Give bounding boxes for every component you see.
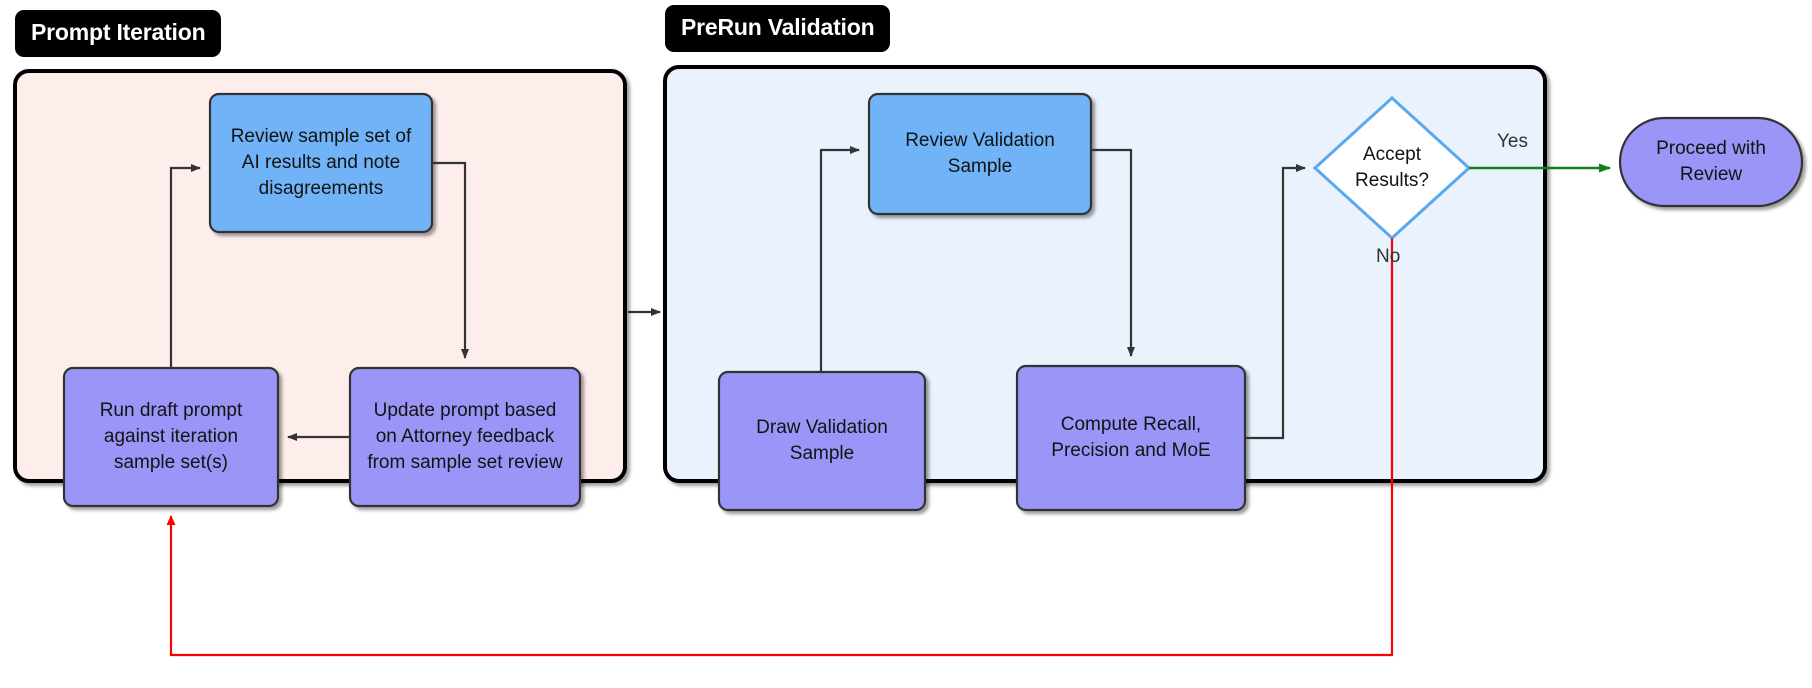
edge-review-sample-to-update-prompt	[432, 161, 469, 359]
group-prompt-iteration	[13, 69, 627, 483]
group-prerun-validation	[663, 65, 1547, 483]
edge-label-no: No	[1376, 246, 1401, 267]
node-draw-validation-sample	[717, 370, 927, 512]
node-label-update-prompt[interactable]: Update prompt based on Attorney feedback…	[367, 400, 563, 473]
edge-run-draft-to-review-sample	[169, 164, 201, 368]
edge-draw-sample-to-review-validation	[819, 146, 860, 372]
node-accept-results	[1312, 95, 1472, 241]
node-proceed-with-review	[1618, 116, 1804, 208]
edge-label-yes: Yes	[1497, 131, 1528, 152]
group-title-prompt-iteration: Prompt Iteration	[15, 10, 222, 57]
node-compute-recall	[1015, 364, 1247, 512]
node-label-compute-recall[interactable]: Compute Recall, Precision and MoE	[1051, 414, 1211, 461]
node-run-draft-prompt	[62, 366, 280, 508]
node-label-proceed-with-review[interactable]: Proceed with Review	[1656, 138, 1766, 185]
group-title-prerun-validation: PreRun Validation	[665, 5, 891, 52]
node-label-draw-validation-sample[interactable]: Draw Validation Sample	[756, 417, 888, 464]
node-label-run-draft-prompt[interactable]: Run draft prompt against iteration sampl…	[99, 400, 243, 473]
edge-review-validation-to-compute-recall	[1091, 148, 1135, 357]
edge-compute-recall-to-accept-results	[1245, 164, 1306, 440]
node-label-review-validation-sample[interactable]: Review Validation Sample	[905, 130, 1055, 177]
node-label-review-sample-set[interactable]: Review sample set of AI results and note…	[230, 126, 412, 199]
node-review-validation-sample	[867, 92, 1093, 216]
node-label-accept-results[interactable]: Accept Results?	[1355, 144, 1429, 191]
node-review-sample-set	[208, 92, 434, 234]
edge-accept-results-no	[166, 238, 1394, 657]
node-update-prompt	[348, 366, 582, 508]
